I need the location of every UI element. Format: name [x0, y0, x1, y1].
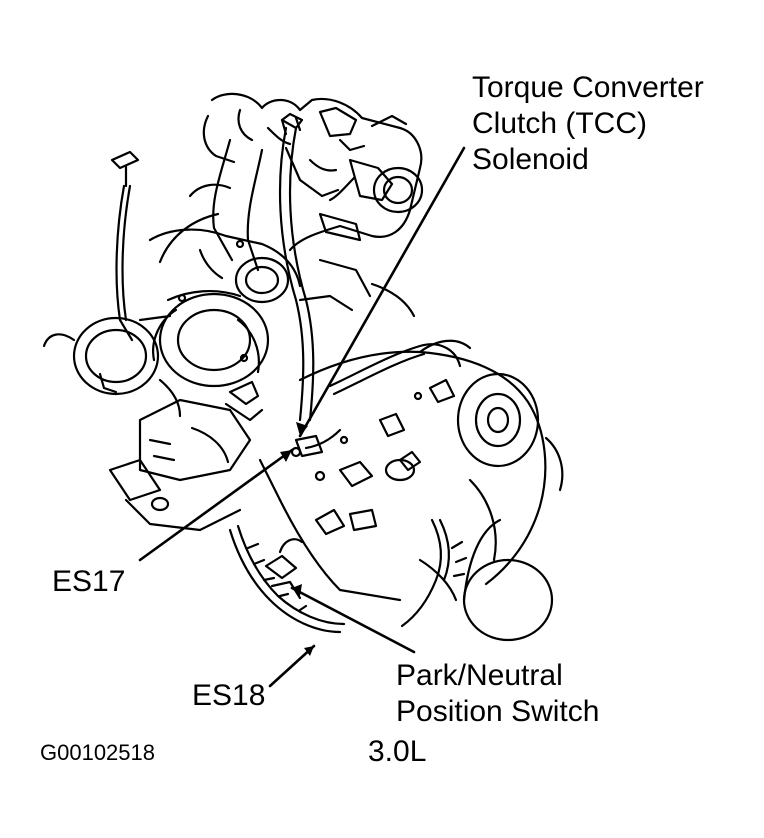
transaxle-body-drawing: [258, 339, 564, 642]
es18-label: ES18: [192, 679, 266, 712]
engine-size-label: 3.0L: [368, 735, 427, 768]
lower-harness-drawing: [228, 524, 346, 634]
figure-id-label: G00102518: [40, 740, 155, 765]
fastener-details: [177, 239, 423, 482]
tcc-label-line-2: Clutch (TCC): [472, 107, 648, 140]
engine-block-drawing: [148, 228, 416, 422]
tcc-solenoid-label: Torque Converter Clutch (TCC) Solenoid: [472, 70, 704, 178]
es18-leader-arrowhead: [304, 646, 314, 656]
intake-manifold-drawing: [158, 92, 424, 272]
wiring-harness-drawing: [304, 343, 468, 628]
tcc-label-line-1: Torque Converter: [472, 71, 704, 104]
tcc-leader-arrowhead: [296, 422, 308, 436]
pnp-label-line-2: Position Switch: [396, 695, 600, 728]
tcc-label-line-3: Solenoid: [472, 143, 589, 176]
dipstick-drawing: [110, 150, 140, 342]
pnp-leader-line: [290, 586, 416, 654]
pnp-label-line-1: Park/Neutral: [396, 659, 563, 692]
park-neutral-switch-label: Park/Neutral Position Switch: [396, 658, 599, 730]
mount-bracket-drawing: [108, 378, 252, 532]
es18-leader-line: [268, 644, 316, 688]
tcc-leader-line: [298, 146, 466, 438]
tcc-harness-tube: [278, 112, 315, 422]
pnp-leader-arrowhead: [292, 584, 302, 596]
pulley-drawing: [42, 314, 172, 396]
es17-leader-arrowhead: [280, 450, 292, 462]
es17-label: ES17: [52, 565, 126, 598]
es17-leader-line: [138, 448, 294, 562]
